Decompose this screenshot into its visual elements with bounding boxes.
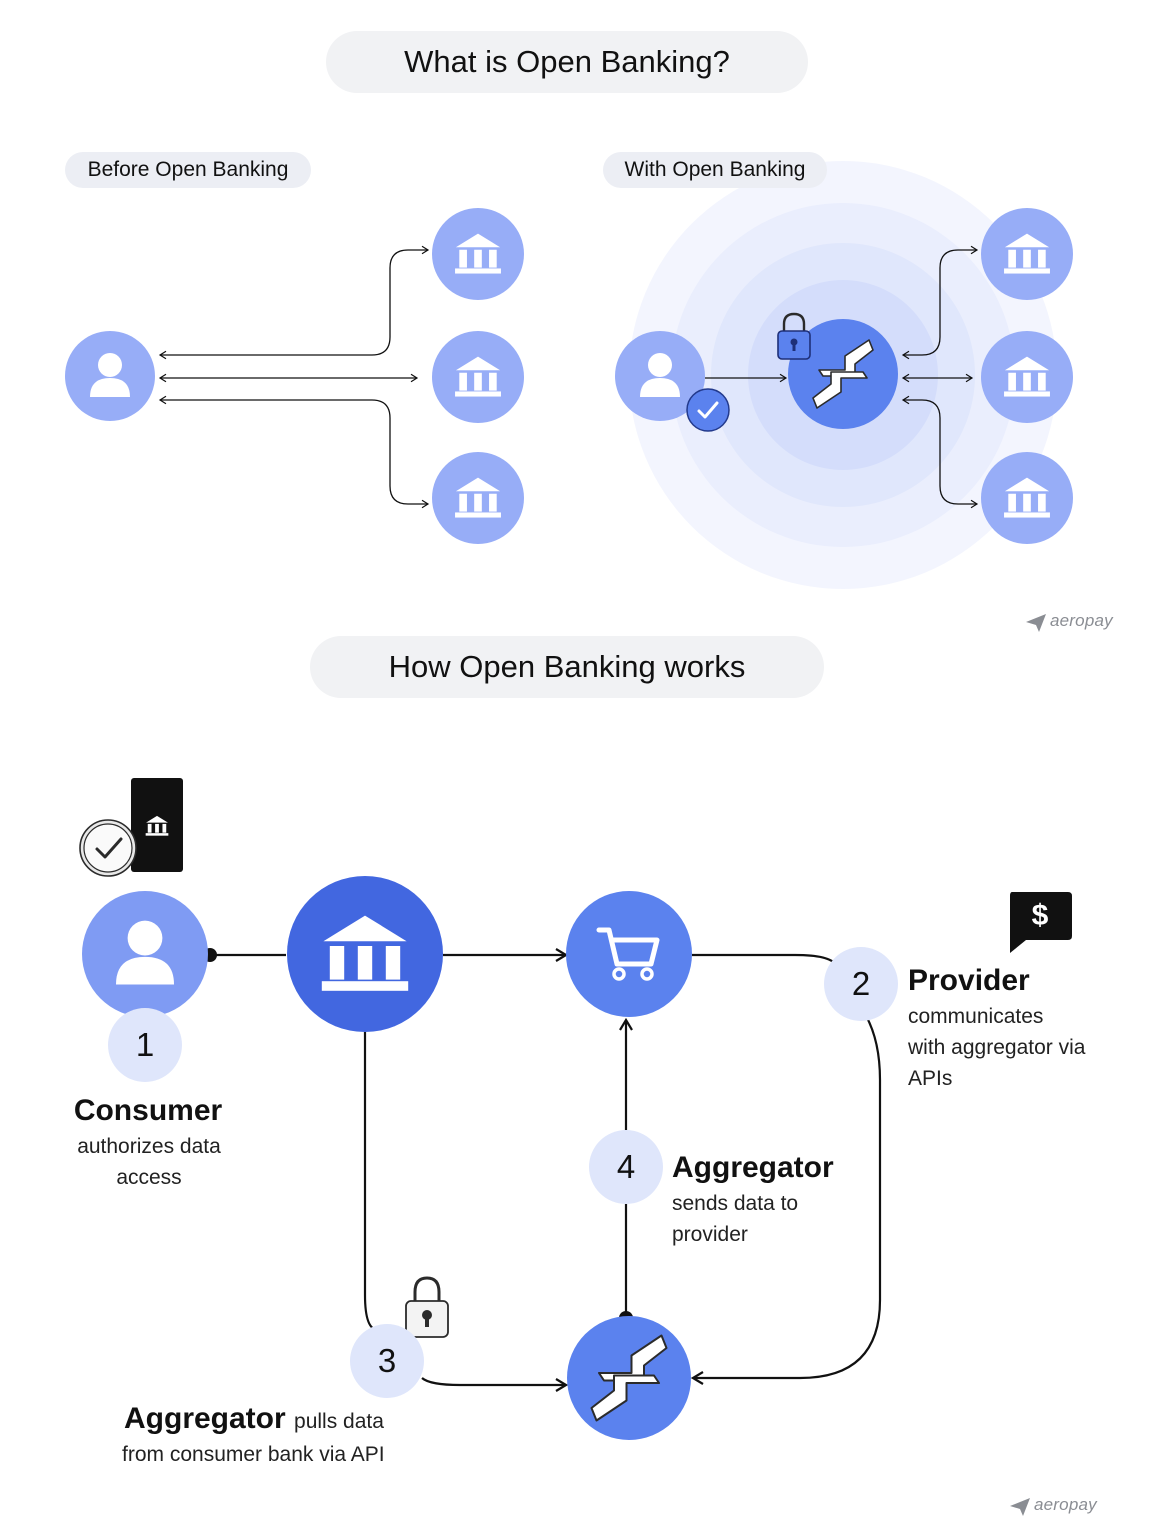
step-title: Consumer <box>73 1094 223 1127</box>
dollar-symbol: $ <box>1031 899 1049 932</box>
bank-icon <box>981 208 1073 300</box>
step-description: pulls data <box>294 1410 384 1433</box>
consumer-person-icon <box>82 891 208 1017</box>
bank-icon <box>981 331 1073 423</box>
section-title-how-it-works: How Open Banking works <box>310 636 824 698</box>
brand-mark: aeropay <box>1034 1495 1097 1515</box>
step-description: authorizes data access <box>77 1135 221 1189</box>
label-with-open-banking: With Open Banking <box>603 152 827 188</box>
aeropay-logo-icon <box>1010 1498 1030 1516</box>
step-number: 3 <box>350 1324 424 1398</box>
phone-icon <box>131 778 183 872</box>
brand-mark: aeropay <box>1050 611 1113 631</box>
consumer-bank-icon <box>287 876 443 1032</box>
aggregator-hub <box>788 319 898 429</box>
before-open-banking-diagram <box>65 208 524 544</box>
step-title-with-description: Aggregator pulls data <box>124 1402 384 1436</box>
brand-text: aeropay <box>1034 1495 1097 1514</box>
dollar-chat-icon <box>1010 892 1072 953</box>
provider-cart-icon <box>566 891 692 1017</box>
step-number: 1 <box>108 1008 182 1082</box>
check-icon <box>686 388 730 432</box>
lock-icon <box>405 1276 449 1338</box>
step-description: sends data to provider <box>672 1192 799 1246</box>
step-title: Aggregator <box>124 1402 286 1435</box>
step-title: Aggregator <box>672 1151 834 1184</box>
step-number: 4 <box>589 1130 663 1204</box>
step-description: communicates with aggregator via APIs <box>908 1005 1086 1090</box>
step-description: from consumer bank via API <box>122 1443 385 1466</box>
aggregator-hub <box>567 1316 691 1440</box>
check-icon <box>79 819 137 877</box>
step-number: 2 <box>824 947 898 1021</box>
consumer-person-icon <box>65 331 155 421</box>
bank-icon <box>432 208 524 300</box>
consumer-person-icon <box>615 331 705 421</box>
bank-icon <box>432 331 524 423</box>
section-title-what-is: What is Open Banking? <box>326 31 808 93</box>
aeropay-logo-icon <box>1026 614 1046 632</box>
brand-text: aeropay <box>1050 611 1113 630</box>
label-before-open-banking: Before Open Banking <box>65 152 311 188</box>
bank-icon <box>432 452 524 544</box>
lock-icon <box>777 312 811 360</box>
step-title: Provider <box>908 964 1030 997</box>
bank-icon <box>981 452 1073 544</box>
how-it-works-diagram <box>79 778 1072 1440</box>
with-open-banking-diagram <box>615 161 1073 589</box>
